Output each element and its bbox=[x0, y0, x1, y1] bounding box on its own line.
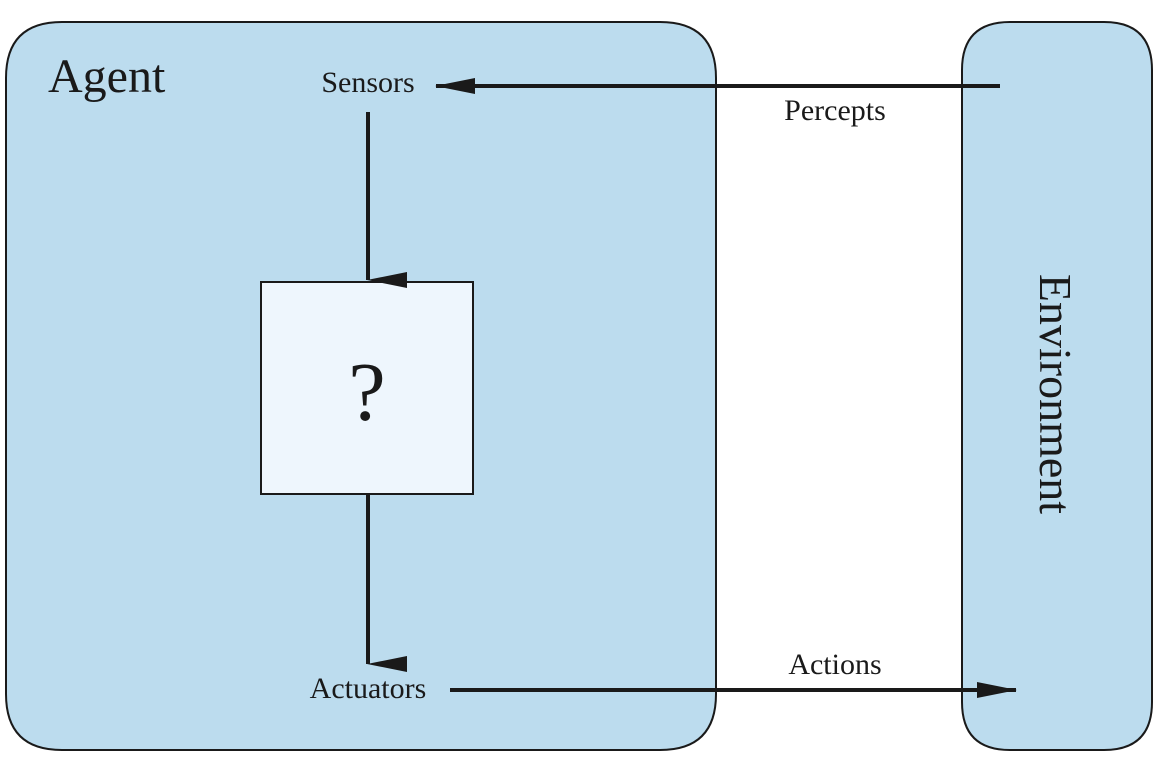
percepts-label: Percepts bbox=[784, 94, 886, 127]
environment-panel bbox=[961, 21, 1153, 751]
sensors-label: Sensors bbox=[321, 66, 414, 99]
decision-box-question-mark: ? bbox=[348, 346, 385, 439]
agent-title: Agent bbox=[48, 50, 166, 103]
actuators-label: Actuators bbox=[310, 672, 427, 705]
environment-title: Environment bbox=[1030, 274, 1081, 514]
actions-label: Actions bbox=[788, 648, 881, 681]
decision-box bbox=[260, 281, 474, 495]
